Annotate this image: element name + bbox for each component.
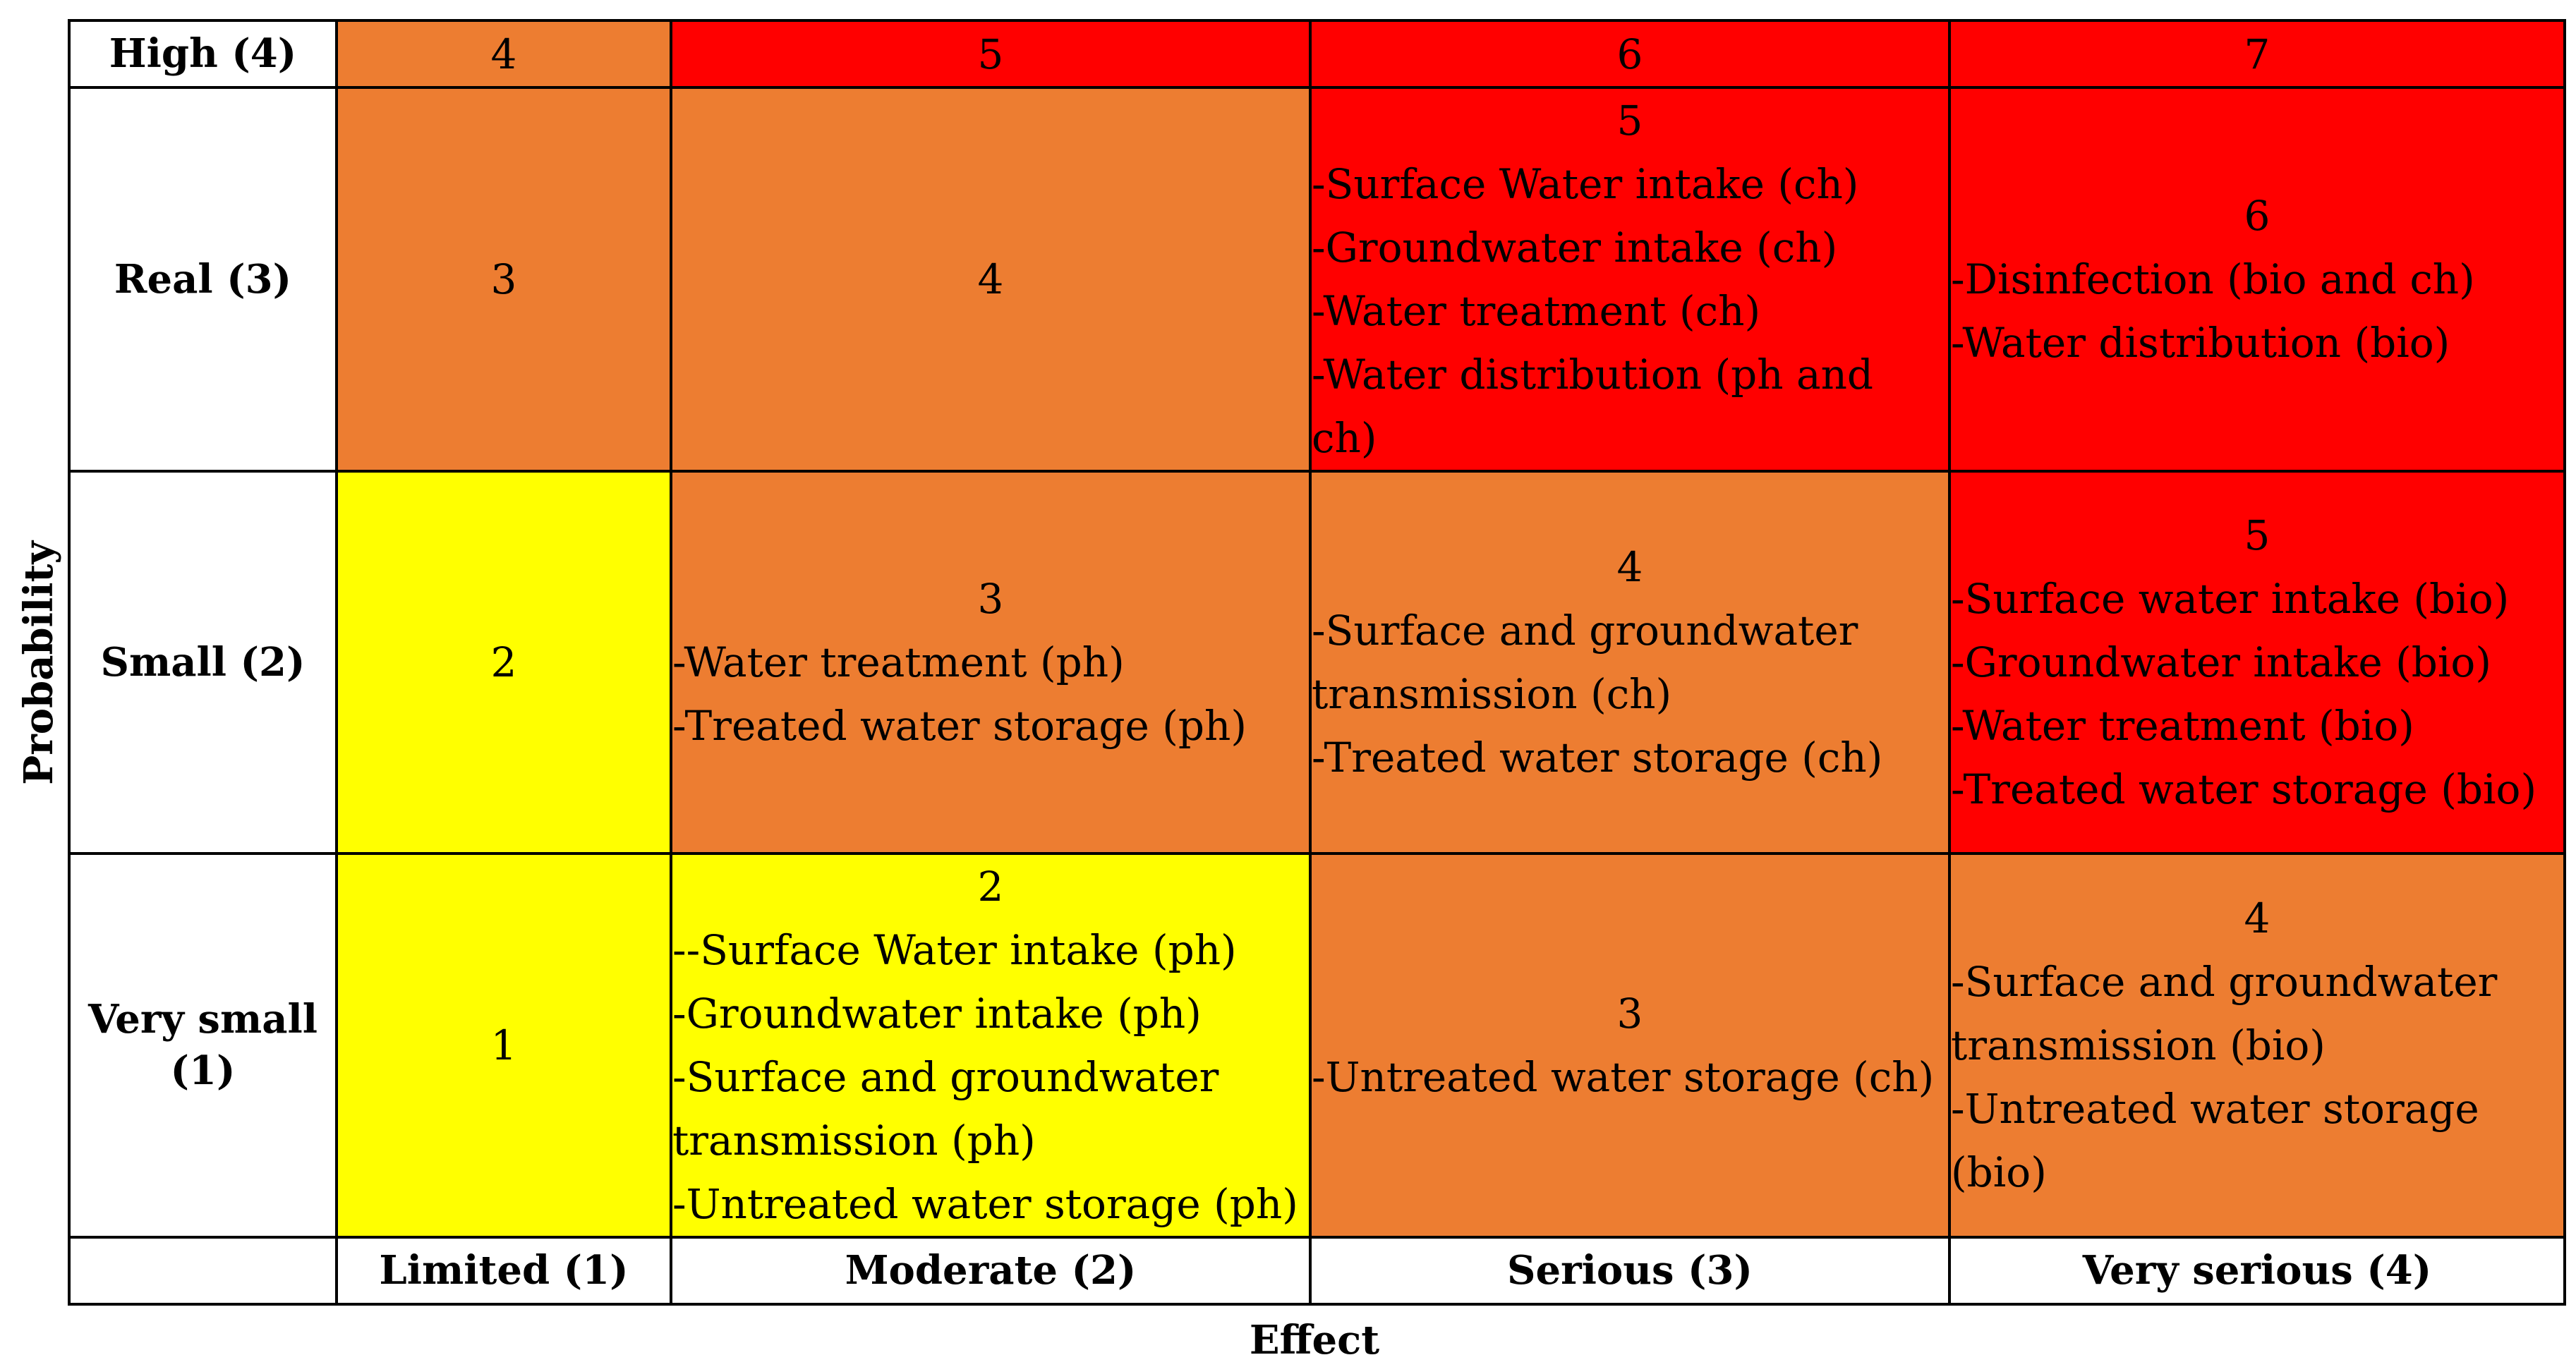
probability-label: Real (3) — [68, 86, 338, 473]
hazard-item: -Disinfection (bio and ch) — [1951, 255, 2475, 303]
hazard-item: -Water treatment (ch) — [1312, 287, 1761, 335]
risk-score: 2 — [490, 638, 517, 686]
risk-cell: 2 --Surface Water intake (ph) -Groundwater… — [670, 852, 1312, 1239]
matrix-row: High (4) 4 5 6 7 — [68, 19, 2566, 89]
hazard-item: -Surface and groundwater transmission (b… — [1951, 958, 2498, 1069]
effect-label: Very serious (4) — [1948, 1236, 2566, 1306]
risk-cell: 1 — [335, 852, 672, 1239]
risk-score: 7 — [2244, 30, 2270, 78]
effect-header-row: Limited (1)Moderate (2)Serious (3)Very s… — [68, 1236, 2566, 1306]
hazard-item: -Water distribution (bio) — [1951, 319, 2450, 367]
risk-score: 6 — [1616, 30, 1643, 78]
risk-score: 4 — [2244, 894, 2270, 942]
probability-label: Very small (1) — [68, 852, 338, 1239]
hazard-item: -Groundwater intake (bio) — [1951, 638, 2491, 686]
risk-cell: 3 — [335, 86, 672, 473]
risk-cell: 4 -Surface and groundwater transmission (… — [1948, 852, 2566, 1239]
probability-label: High (4) — [68, 19, 338, 89]
risk-score: 5 — [1616, 97, 1643, 145]
matrix-row: Real (3) 3 4 5 -Surface Water intake (ch) -Gr… — [68, 86, 2566, 473]
matrix-row: Very small (1) 1 2 --Surface Water intake (… — [68, 852, 2566, 1239]
matrix-row: Small (2) 2 3 -Water treatment (ph) -Treated… — [68, 470, 2566, 855]
hazard-item: -Untreated water storage (ch) — [1312, 1053, 1935, 1101]
risk-cell: 5 — [670, 19, 1312, 89]
risk-score: 3 — [1616, 990, 1643, 1038]
y-axis-title: Probability — [16, 541, 62, 785]
risk-cell: 6 -Disinfection (bio and ch) -Water distri… — [1948, 86, 2566, 473]
risk-score: 2 — [977, 863, 1004, 911]
effect-label: Limited (1) — [335, 1236, 672, 1306]
risk-score: 5 — [977, 30, 1004, 78]
risk-cell: 2 — [335, 470, 672, 855]
risk-cell: 4 — [670, 86, 1312, 473]
risk-score: 3 — [977, 575, 1004, 623]
effect-label: Serious (3) — [1309, 1236, 1951, 1306]
hazard-item: -Treated water storage (bio) — [1951, 765, 2537, 813]
hazard-item: -Groundwater intake (ch) — [1312, 224, 1838, 272]
risk-score: 4 — [977, 255, 1004, 303]
risk-cell: 5 -Surface Water intake (ch) -Groundwater … — [1309, 86, 1951, 473]
effect-label: Moderate (2) — [670, 1236, 1312, 1306]
risk-cell: 5 -Surface water intake (bio) -Groundwater… — [1948, 470, 2566, 855]
hazard-item: -Treated water storage (ph) — [672, 702, 1247, 750]
risk-score: 5 — [2244, 511, 2270, 559]
hazard-item: -Treated water storage (ch) — [1312, 734, 1883, 782]
hazard-item: -Water distribution (ph and ch) — [1312, 351, 1874, 462]
hazard-item: -Untreated water storage (ph) — [672, 1180, 1298, 1228]
hazard-item: --Surface Water intake (ph) — [672, 926, 1237, 974]
risk-score: 6 — [2244, 192, 2270, 240]
hazard-item: -Water treatment (ph) — [672, 638, 1125, 686]
risk-cell: 6 — [1309, 19, 1951, 89]
hazard-item: -Surface Water intake (ch) — [1312, 160, 1859, 208]
risk-score: 3 — [490, 255, 517, 303]
risk-cell: 3 -Water treatment (ph) -Treated water sto… — [670, 470, 1312, 855]
risk-score: 4 — [490, 30, 517, 78]
hazard-item: -Water treatment (bio) — [1951, 702, 2414, 750]
corner-cell — [68, 1236, 338, 1306]
hazard-item: -Surface and groundwater transmission (p… — [672, 1053, 1219, 1165]
risk-score: 1 — [490, 1021, 517, 1069]
risk-score: 4 — [1616, 543, 1643, 591]
risk-cell: 4 -Surface and groundwater transmission (… — [1309, 470, 1951, 855]
hazard-item: -Surface water intake (bio) — [1951, 575, 2510, 623]
x-axis-title: Effect — [1249, 1317, 1380, 1363]
hazard-item: -Untreated water storage (bio) — [1951, 1085, 2479, 1196]
risk-cell: 4 — [335, 19, 672, 89]
hazard-item: -Groundwater intake (ph) — [672, 990, 1202, 1038]
risk-cell: 7 — [1948, 19, 2566, 89]
probability-label: Small (2) — [68, 470, 338, 855]
risk-cell: 3 -Untreated water storage (ch) — [1309, 852, 1951, 1239]
hazard-item: -Surface and groundwater transmission (c… — [1312, 607, 1858, 718]
